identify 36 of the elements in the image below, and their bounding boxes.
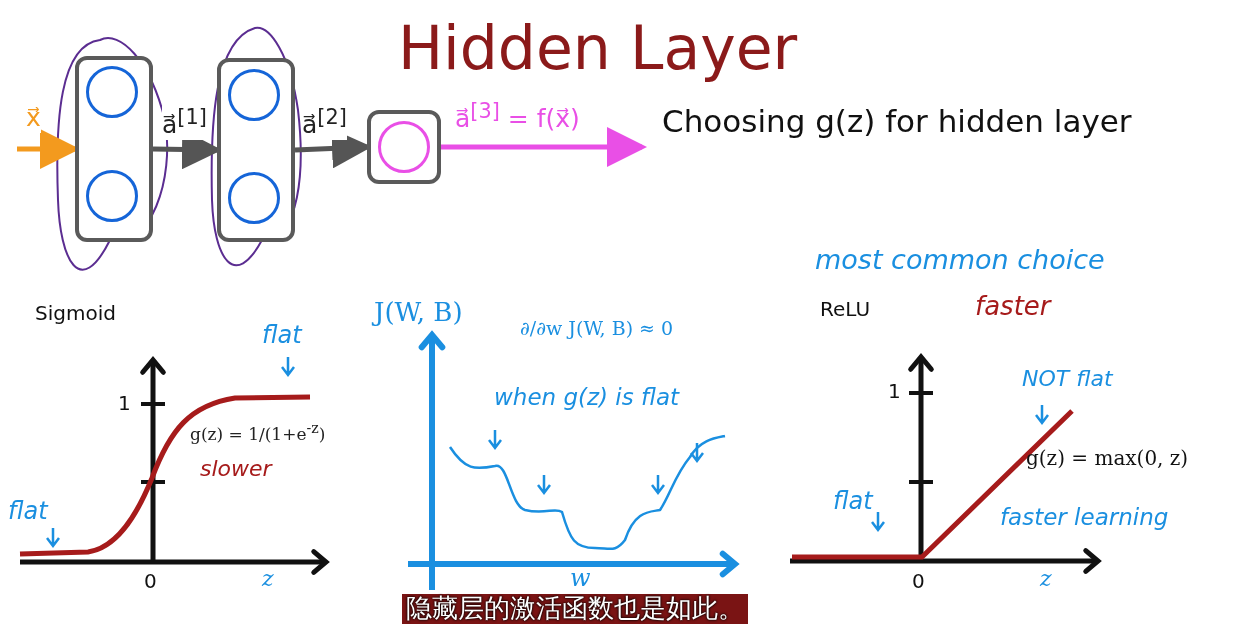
neuron-circle — [228, 172, 280, 224]
output-box — [367, 110, 441, 184]
edge-label: a⃗$^{[2]}$ — [302, 106, 347, 141]
annotation: flat — [8, 498, 48, 526]
video-subtitle: 隐藏层的激活函数也是如此。 — [402, 594, 748, 624]
chart-title: Sigmoid — [35, 302, 116, 325]
annotation: flat — [833, 488, 873, 516]
title: Hidden Layer — [398, 14, 798, 83]
neuron-circle — [86, 66, 138, 118]
edge-label: a⃗$^{[1]}$ — [162, 106, 207, 141]
annotation: faster — [975, 292, 1051, 322]
formula: g(z) = max(0, z) — [1026, 447, 1189, 470]
layer-box — [217, 58, 295, 242]
formula: ∂/∂w J(W, B) ≈ 0 — [520, 318, 674, 340]
neuron-circle — [228, 69, 280, 121]
annotation: when g(z) is flat — [494, 384, 679, 411]
axis-label: w — [570, 565, 591, 593]
tick-label: 1 — [888, 380, 901, 403]
axis-label: z — [1040, 566, 1052, 592]
chart-title: ReLU — [820, 298, 871, 321]
annotation: flat — [262, 322, 302, 350]
formula: g(z) = 1/(1+e$^{-z}$) — [190, 420, 326, 445]
annotation: NOT flat — [1022, 366, 1113, 392]
tick-label: 0 — [912, 570, 925, 593]
layer-box — [75, 56, 153, 242]
neuron-circle — [378, 121, 430, 173]
axis-label: z — [262, 566, 274, 592]
arrow — [441, 127, 647, 167]
tick-label: 1 — [118, 392, 131, 415]
tick-label: 0 — [144, 570, 157, 593]
neuron-circle — [86, 170, 138, 222]
annotation: most common choice — [815, 244, 1105, 276]
annotation: faster learning — [1000, 504, 1169, 531]
edge-label: x⃗ — [26, 104, 41, 133]
annotation: slower — [200, 456, 272, 482]
slide-subtitle: Choosing g(z) for hidden layer — [662, 104, 1132, 140]
